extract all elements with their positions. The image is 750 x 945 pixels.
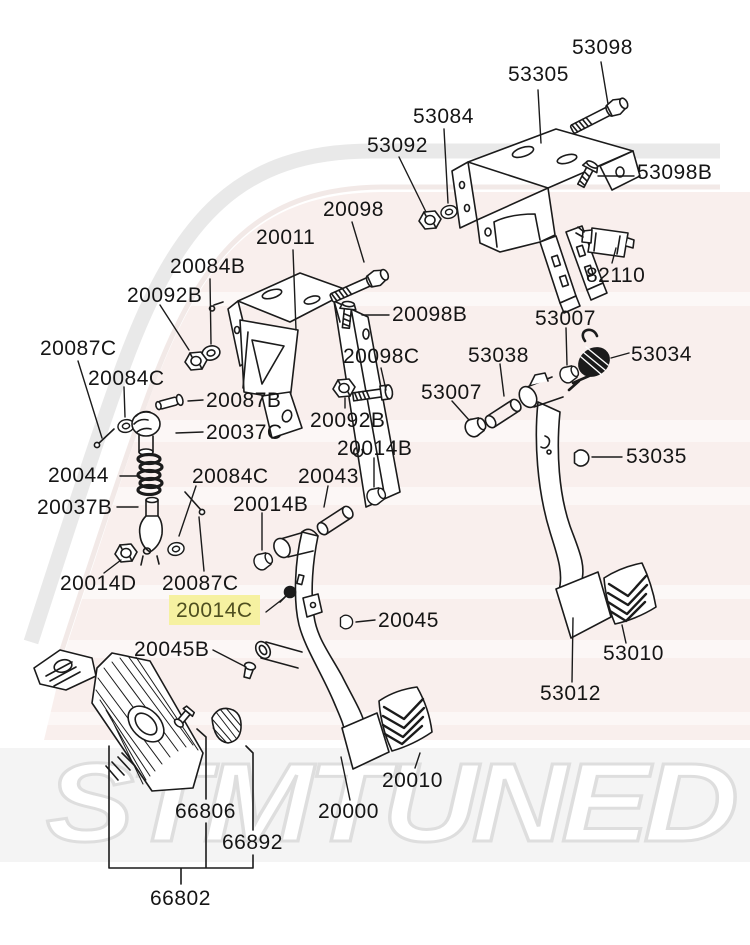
rod-20037B-drawing [138, 496, 163, 566]
cotter-pin-20087C-upper [93, 428, 115, 449]
part-label-53098[interactable]: 53098 [572, 36, 633, 59]
part-label-20087B[interactable]: 20087B [206, 389, 282, 412]
part-label-20087C[interactable]: 20087C [40, 337, 117, 360]
part-label-20037B[interactable]: 20037B [37, 496, 113, 519]
part-label-20045B[interactable]: 20045B [134, 638, 210, 661]
part-label-53084[interactable]: 53084 [413, 105, 474, 128]
part-label-20092B[interactable]: 20092B [127, 284, 203, 307]
part-label-66806[interactable]: 66806 [175, 800, 236, 823]
watermark-band [0, 748, 750, 862]
part-label-53092[interactable]: 53092 [367, 134, 428, 157]
part-label-20014C-highlighted[interactable]: 20014C [169, 595, 260, 625]
part-label-20098C[interactable]: 20098C [343, 345, 420, 368]
part-label-20037C[interactable]: 20037C [206, 421, 283, 444]
part-label-53012[interactable]: 53012 [540, 682, 601, 705]
pin-20087B-drawing [155, 393, 184, 411]
part-label-20084C[interactable]: 20084C [192, 465, 269, 488]
assembly-66802-bracket-lines [108, 728, 254, 885]
part-label-20010[interactable]: 20010 [382, 769, 443, 792]
part-label-66892[interactable]: 66892 [222, 831, 283, 854]
spring-53034-drawing [567, 328, 610, 392]
pad-53010-drawing [603, 562, 657, 625]
bolt-20098C-drawing [351, 384, 394, 402]
spring-20044-drawing [136, 452, 164, 497]
part-label-20000[interactable]: 20000 [318, 800, 379, 823]
part-label-53010[interactable]: 53010 [603, 642, 664, 665]
footrest-66806-drawing [33, 649, 204, 792]
bracket-20011-drawing [208, 272, 401, 508]
part-label-20014B[interactable]: 20014B [233, 493, 309, 516]
part-label-20045[interactable]: 20045 [378, 609, 439, 632]
logo-swoosh-outer [23, 143, 720, 645]
switch-82110-drawing [575, 226, 635, 258]
part-label-53038[interactable]: 53038 [468, 344, 529, 367]
part-label-20014D[interactable]: 20014D [60, 572, 137, 595]
clutch-pedal-20000-drawing [254, 528, 390, 770]
cotter-pin-20087C-lower [184, 491, 206, 516]
bracket-53305-drawing [451, 128, 641, 314]
part-label-53035[interactable]: 53035 [626, 445, 687, 468]
part-label-20043[interactable]: 20043 [298, 465, 359, 488]
brake-pedal-53012-drawing [518, 372, 612, 639]
part-label-53098B[interactable]: 53098B [637, 161, 713, 184]
logo-swoosh-inner [59, 184, 720, 651]
part-label-20087C[interactable]: 20087C [162, 572, 239, 595]
part-label-20098[interactable]: 20098 [323, 198, 384, 221]
part-label-20084B[interactable]: 20084B [170, 255, 246, 278]
part-label-20084C[interactable]: 20084C [88, 367, 165, 390]
part-label-20044[interactable]: 20044 [48, 464, 109, 487]
part-label-53305[interactable]: 53305 [508, 63, 569, 86]
part-label-53034[interactable]: 53034 [631, 343, 692, 366]
leader-lines [77, 61, 635, 801]
part-label-20098B[interactable]: 20098B [392, 303, 468, 326]
part-label-20014B[interactable]: 20014B [337, 437, 413, 460]
part-label-53007[interactable]: 53007 [535, 307, 596, 330]
part-label-82110[interactable]: 82110 [586, 264, 646, 287]
part-label-20092B[interactable]: 20092B [310, 409, 386, 432]
part-label-53007[interactable]: 53007 [421, 381, 482, 404]
pin-20014C-target [279, 585, 297, 603]
pad-66892-drawing [211, 707, 242, 744]
part-label-20011[interactable]: 20011 [256, 226, 316, 249]
part-label-66802[interactable]: 66802 [150, 887, 211, 910]
pad-20010-drawing [378, 686, 433, 752]
bolt-footrest-drawing [173, 705, 196, 728]
